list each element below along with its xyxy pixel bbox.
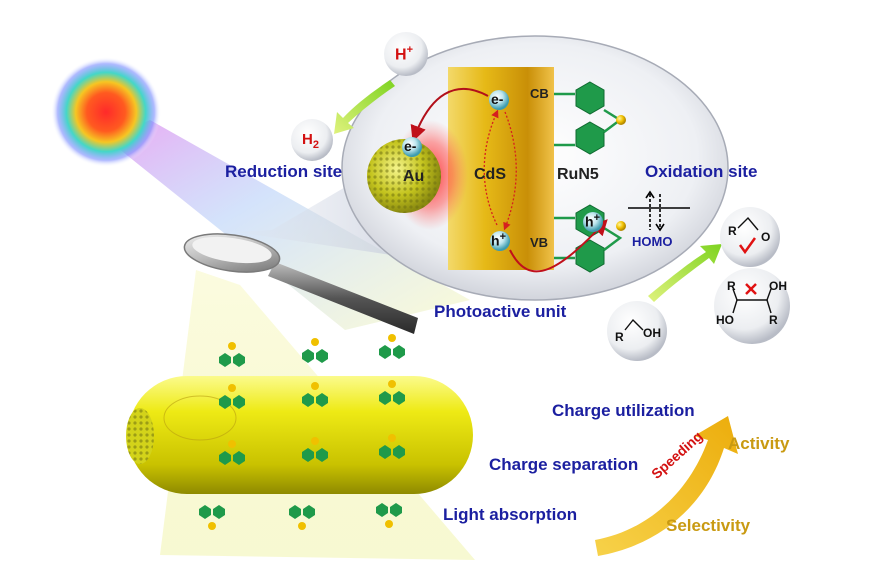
hole-ligand-label: h+ [585, 212, 600, 230]
aldehyde-structure [737, 216, 759, 231]
diol-r1-label: R [727, 279, 736, 293]
oxidation-site-label: Oxidation site [645, 162, 758, 181]
light-absorption-label: Light absorption [443, 505, 578, 524]
diol-structure [732, 288, 772, 314]
checkmark-icon [738, 237, 757, 255]
cds-nanorod [126, 376, 473, 494]
h2-label: H2 [302, 131, 319, 151]
homo-label: HOMO [632, 234, 673, 249]
hole-transfer-arrow [509, 219, 608, 273]
electron-au-label: e- [404, 138, 417, 154]
electron-au-sphere [402, 137, 422, 157]
run5-label: RuN5 [557, 166, 599, 183]
aldehyde-r-label: R [728, 224, 737, 238]
magnifying-glass-icon [183, 233, 418, 334]
excitation-arrow [483, 109, 499, 226]
alcohol-bubble [607, 301, 667, 361]
rod-ligands [199, 334, 405, 530]
hole-vb-sphere [490, 231, 510, 251]
charge-utilization-label: Charge utilization [552, 401, 695, 420]
diol-ho-label: HO [716, 313, 734, 327]
cds-label: CdS [474, 166, 506, 183]
charge-separation-label: Charge separation [489, 455, 639, 474]
cb-label: CB [530, 86, 549, 101]
oxidation-arrow [648, 244, 722, 302]
speeding-arrow [595, 416, 738, 556]
alcohol-oh-label: OH [643, 326, 661, 340]
photoactive-unit-label: Photoactive unit [434, 302, 567, 321]
diol-oh1-label: OH [769, 279, 787, 293]
cross-icon [745, 283, 757, 295]
sulfur-atom-top [616, 115, 626, 125]
diol-bubble [714, 268, 790, 344]
electron-transfer-arrow [410, 87, 489, 142]
hole-vb-label: h+ [491, 231, 506, 249]
h-plus-bubble [384, 32, 428, 76]
diol-r2-label: R [769, 313, 778, 327]
hole-ligand-sphere [583, 212, 603, 232]
homo-diagram [628, 190, 690, 232]
reduction-arrow [334, 80, 395, 134]
sulfur-atom-bottom [616, 221, 626, 231]
light-source-sun [51, 57, 161, 167]
au-nanoparticle [367, 139, 441, 213]
aldehyde-bubble [720, 207, 780, 267]
h2-bubble [291, 119, 333, 161]
electron-cb-sphere [489, 90, 509, 110]
aldehyde-o-label: O [761, 230, 771, 244]
vb-label: VB [530, 235, 549, 250]
alcohol-r-label: R [615, 330, 624, 344]
alcohol-structure [624, 318, 644, 331]
selectivity-label: Selectivity [666, 516, 751, 535]
relaxation-arrow [503, 111, 517, 231]
electron-cb-label: e- [491, 91, 504, 107]
au-label: Au [403, 168, 425, 185]
activity-label: Activity [728, 434, 790, 453]
h-plus-label: H+ [395, 44, 413, 64]
reduction-site-label: Reduction site [225, 162, 343, 181]
